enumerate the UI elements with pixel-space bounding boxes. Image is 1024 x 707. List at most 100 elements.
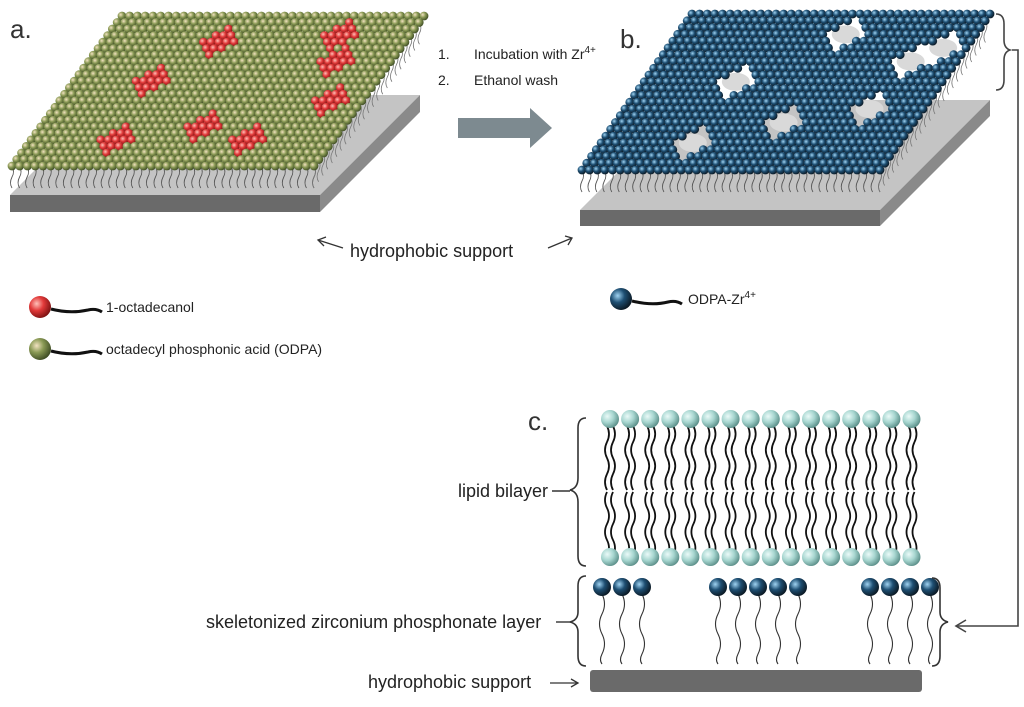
head-group [718,63,727,73]
phosphonate-tail [906,593,914,665]
zr-phosphonate-head [593,578,611,596]
head-group [832,9,842,19]
head-group [690,70,700,80]
head-group [719,138,728,148]
head-group [909,9,918,19]
head-group [901,9,911,19]
lipid-tail [865,491,872,557]
head-group [842,104,851,114]
head-group [710,9,720,19]
head-group [792,77,802,87]
head-group [371,76,381,86]
head-group [87,115,97,125]
head-group [686,97,696,107]
head-group [829,111,839,121]
head-group [871,84,881,93]
head-group [930,77,939,87]
panel-b-bracket [995,13,1013,91]
head-group [79,115,89,125]
head-group [755,43,765,53]
head-group [212,83,221,93]
alkyl-tail [344,122,348,145]
head-group [162,161,172,171]
head-group [932,9,941,19]
head-group [630,91,639,100]
head-group [21,142,31,151]
head-group [720,104,729,114]
head-group [750,158,760,168]
head-group [590,158,599,168]
head-group [637,145,647,155]
head-group [150,83,160,93]
head-group [752,91,762,100]
head-group [912,16,921,26]
head-group [817,63,827,73]
head-group [718,118,727,127]
head-group [671,152,680,161]
head-group [894,84,904,93]
head-group [629,124,638,134]
lipid-tail [650,491,657,557]
head-group [783,145,792,155]
head-group [729,36,739,46]
head-group [853,131,863,141]
head-group [227,83,237,93]
head-group [864,84,873,93]
head-group [822,57,831,66]
head-group [696,84,705,93]
head-group [753,165,763,175]
head-group [706,91,716,100]
head-group [618,118,628,127]
head-group [721,145,731,155]
head-group [301,24,311,34]
head-group [791,165,801,175]
head-group [600,165,610,175]
head-group [789,124,799,134]
head-group [980,16,990,26]
head-group [324,24,334,34]
head-group [761,111,770,121]
head-group [900,43,910,53]
head-group [827,50,836,60]
head-group [888,104,897,114]
head-group [892,43,902,53]
lipid-tail [785,425,791,491]
phosphonate-tail [598,593,606,665]
head-group [806,91,815,100]
head-group [386,24,396,34]
head-group [821,36,831,46]
lipid-tail [670,425,677,491]
head-group [869,23,878,32]
head-group [754,23,764,32]
head-group [698,70,707,80]
head-group [801,43,810,53]
head-group [802,9,811,19]
head-group [712,158,722,168]
panel-c-letter: c. [528,406,548,436]
head-group [37,142,47,151]
head-group [46,161,56,171]
head-group [785,43,795,53]
head-group [904,16,914,26]
lipid-tail [650,425,657,491]
head-group [747,97,757,107]
head-group [764,9,773,19]
head-group [721,70,730,80]
head-group [659,70,669,80]
head-group [911,104,920,114]
head-group [251,50,261,60]
head-group [784,57,793,66]
head-group [655,152,665,161]
alkyl-tail [221,165,226,189]
head-group [597,158,607,168]
head-group [855,9,865,19]
head-group [852,165,862,175]
head-group [783,36,792,46]
head-group [881,70,891,80]
head-group [577,165,587,175]
head-group [769,23,779,32]
head-group [849,158,859,168]
head-group [594,152,604,161]
head-group [116,161,125,171]
head-group [819,158,829,168]
